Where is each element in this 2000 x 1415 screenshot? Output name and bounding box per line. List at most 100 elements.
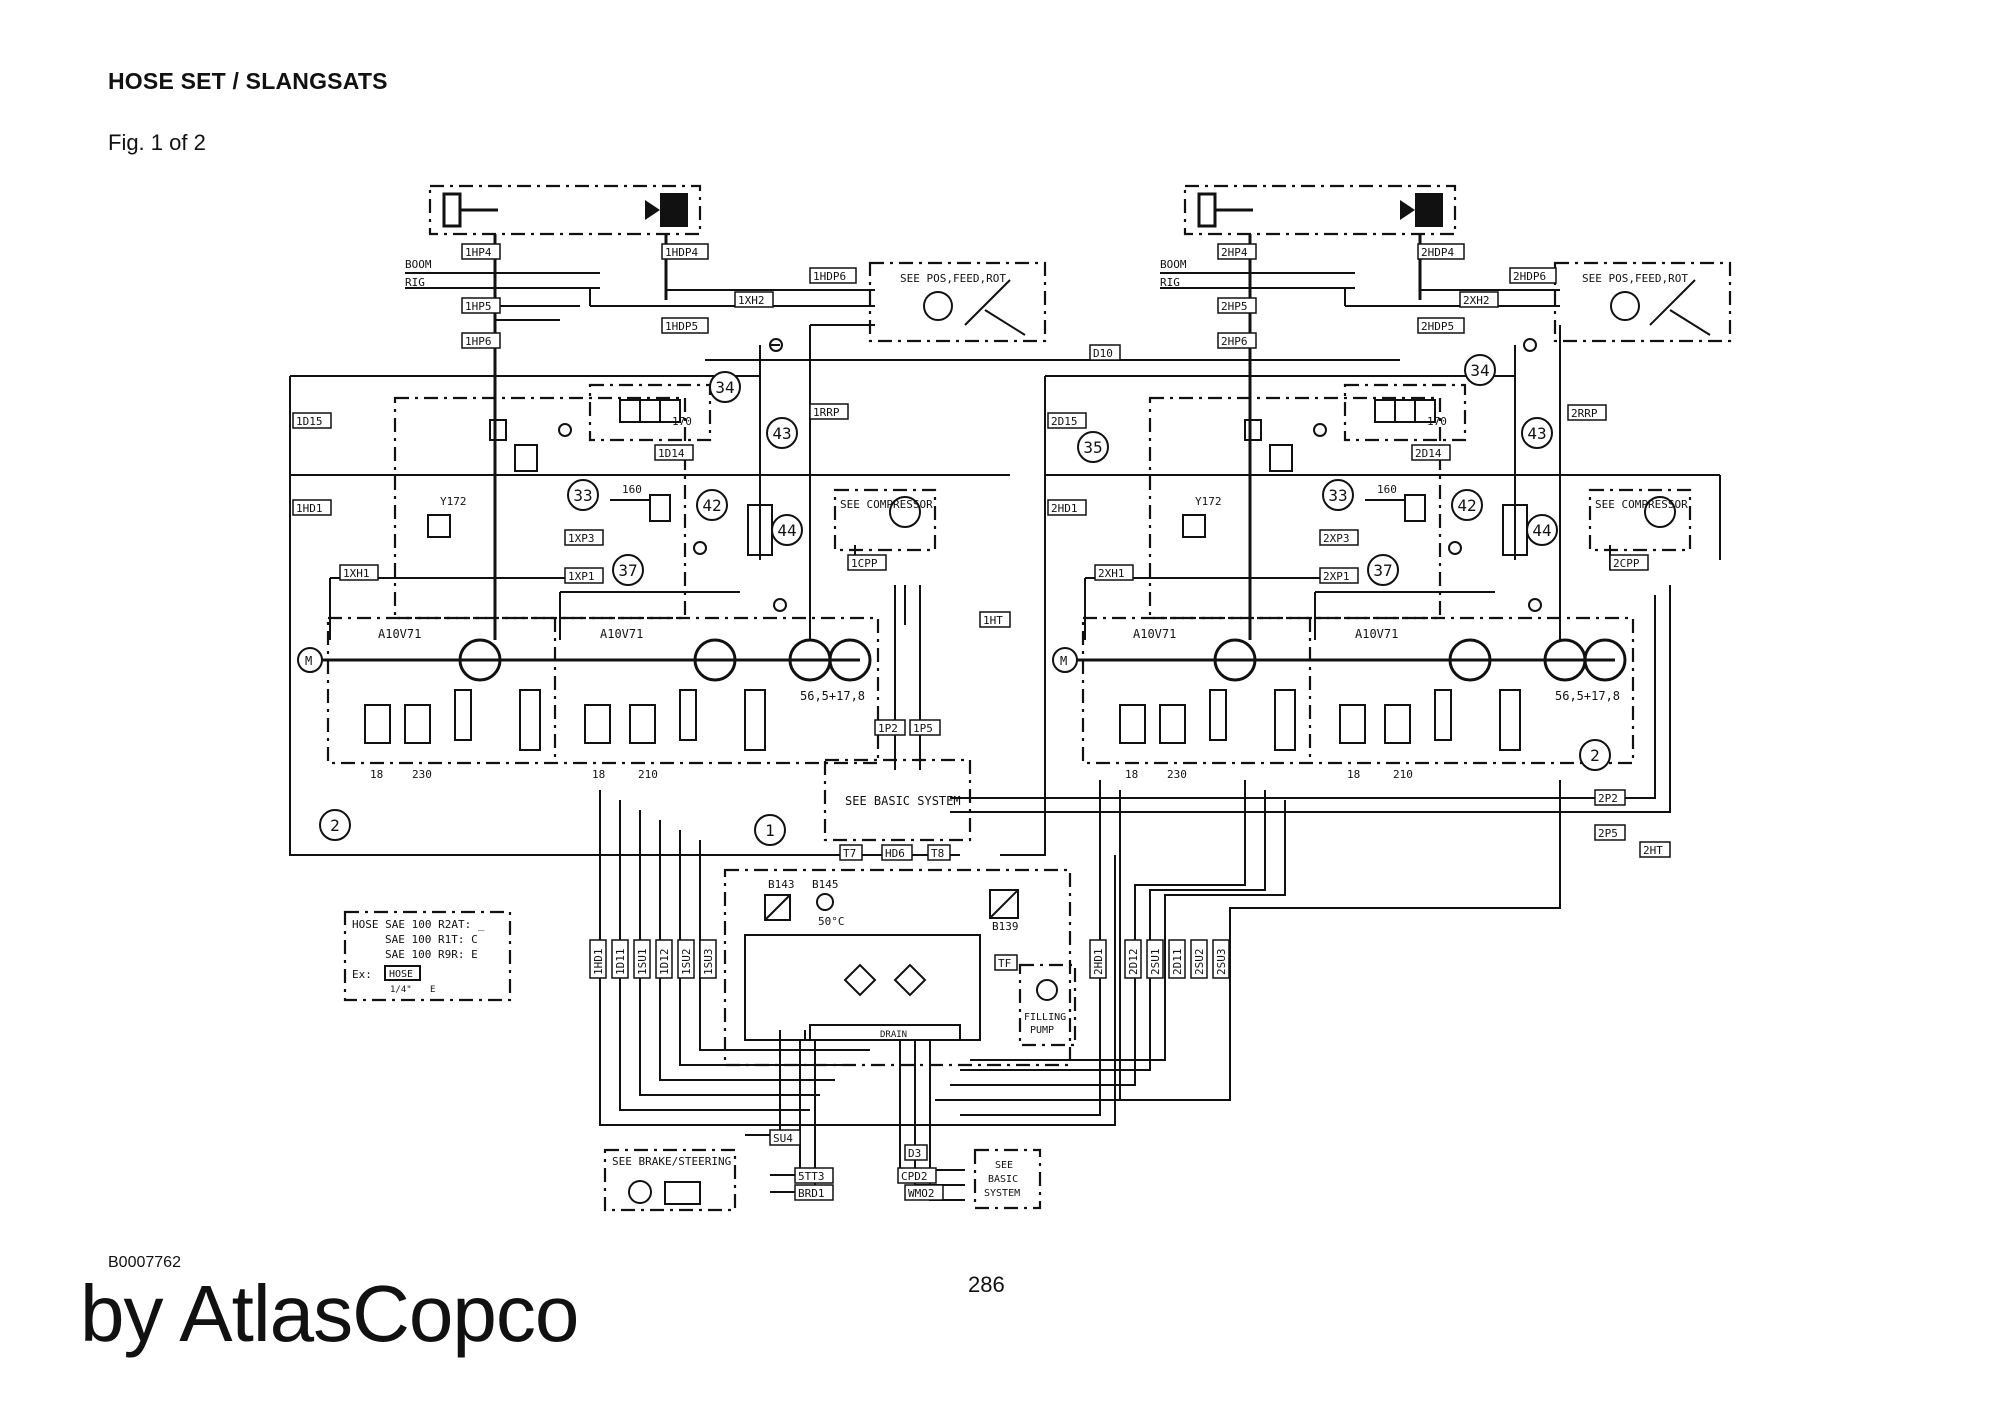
hose-tag-right-2su3: 2SU3 [1212, 939, 1230, 979]
callout-number: 43 [1527, 424, 1546, 443]
hose-tag-right-2hdp5: 2HDP5 [1417, 317, 1465, 334]
hose-tag-label: SU4 [773, 1132, 793, 1145]
see-brake-steering-box [603, 1148, 737, 1212]
figure-label: Fig. 1 of 2 [108, 130, 206, 155]
hose-tag-label: 1XH2 [738, 294, 765, 307]
left-cylinder-rod-icon [442, 192, 462, 228]
left-valve-34 [588, 383, 712, 442]
callout-number: 37 [618, 561, 637, 580]
callout-44: 44 [771, 514, 803, 546]
brand-logo-text: by AtlasCopco [80, 1269, 579, 1358]
hose-tag-label: 2RRP [1571, 407, 1598, 420]
right-x18-b-label: 18 [1347, 768, 1360, 781]
callout-number: 1 [765, 821, 775, 840]
hose-tag-right-2d12: 2D12 [1124, 939, 1142, 979]
right-see-pos-label: SEE POS,FEED,ROT [1582, 272, 1688, 285]
hose-tag-right-2xh1: 2XH1 [1094, 564, 1134, 581]
right-cylinder-piston-icon [1415, 193, 1443, 227]
hose-tag-label: CPD2 [901, 1170, 928, 1183]
hose-tag-right-2rrp: 2RRP [1567, 404, 1607, 421]
left-cylinder-piston-icon [660, 193, 688, 227]
hose-tag-right-d10: D10 [1089, 344, 1121, 361]
right-cylinder-arrow-icon [1380, 200, 1415, 220]
right-x18-label: 18 [1125, 768, 1138, 781]
left-compressor-box [833, 488, 937, 552]
hose-tag-label: 2P5 [1598, 827, 1618, 840]
hose-tag-label: 2SU3 [1215, 949, 1228, 976]
right-pump-displacement: 56,5+17,8 [1555, 689, 1620, 703]
right-pump-type-1: A10V71 [1355, 627, 1398, 641]
hose-tag-left-1xp1: 1XP1 [564, 567, 604, 584]
hose-tag-left-1hd1: 1HD1 [292, 499, 332, 516]
v160-right-label: 160 [1377, 483, 1397, 496]
hose-tag-label: 2HDP6 [1513, 270, 1546, 283]
left-pump-4-icon [828, 638, 872, 682]
callout-number: 37 [1373, 561, 1392, 580]
hose-tag-left-1xh2: 1XH2 [734, 291, 774, 308]
hose-tag-label: 1SU2 [680, 949, 693, 976]
callout-35: 35 [1077, 431, 1109, 463]
right-boom-label: BOOM [1160, 258, 1187, 271]
hose-tag-label: 1HP4 [465, 246, 492, 259]
right-pump-type-2: A10V71 [1133, 627, 1176, 641]
callout-37-b: 37 [1367, 554, 1399, 586]
hose-tag-right-2hdp6: 2HDP6 [1509, 267, 1557, 284]
hose-tag-right-2hd1: 2HD1 [1047, 499, 1087, 516]
right-valve-34 [1343, 383, 1467, 442]
right-see-pos-box [1553, 261, 1732, 343]
hose-tag-label: 1HD1 [296, 502, 323, 515]
hose-tag-label: WMO2 [908, 1187, 935, 1200]
callout-number: 2 [1590, 746, 1600, 765]
hose-tag-right-2su1: 2SU1 [1146, 939, 1164, 979]
callout-number: 35 [1083, 438, 1102, 457]
hose-tag-right-tf: TF [994, 954, 1018, 971]
hose-tag-left-1d15: 1D15 [292, 412, 332, 429]
tank-filter-block [723, 868, 1072, 1067]
hose-tag-right-2ht: 2HT [1639, 841, 1671, 858]
callout-number: 33 [1328, 486, 1347, 505]
hose-tag-label: 2HDP5 [1421, 320, 1454, 333]
hose-tag-left-1xp3: 1XP3 [564, 529, 604, 546]
hose-tag-left-1hdp4: 1HDP4 [661, 243, 709, 260]
hose-tag-right-2d14: 2D14 [1411, 444, 1451, 461]
hose-tag-label: 2HDP4 [1421, 246, 1454, 259]
filling-pump-label-2: PUMP [1030, 1025, 1054, 1036]
hose-tag-label: 2D15 [1051, 415, 1078, 428]
hose-tag-label: 1P5 [913, 722, 933, 735]
hose-tag-left-1su1: 1SU1 [633, 939, 651, 979]
callout-number: 42 [1457, 496, 1476, 515]
hose-tag-left-1d12: 1D12 [655, 939, 673, 979]
b145-label: B145 [812, 878, 839, 891]
b143-label: B143 [768, 878, 795, 891]
hose-tag-left-1d11: 1D11 [611, 939, 629, 979]
hose-tag-left-1hp6: 1HP6 [461, 332, 501, 349]
hose-tag-label: 2HD1 [1051, 502, 1078, 515]
hose-tag-right-2su2: 2SU2 [1190, 939, 1208, 979]
hose-tag-label: 2XP1 [1323, 570, 1350, 583]
hose-tag-label: 2HP5 [1221, 300, 1248, 313]
hose-tag-left-1hdp5: 1HDP5 [661, 317, 709, 334]
y172-right-label: Y172 [1195, 495, 1222, 508]
hose-tag-label: 1HT [983, 614, 1003, 627]
left-230-label: 230 [412, 768, 432, 781]
left-cylinder-arrow-icon [625, 200, 660, 220]
callout-37: 37 [612, 554, 644, 586]
hose-tag-right-2hp4: 2HP4 [1217, 243, 1257, 260]
legend-sample-size: 1/4" [390, 985, 412, 995]
right-motor-label: M [1060, 654, 1067, 668]
hose-tag-right-2p5: 2P5 [1594, 824, 1626, 841]
hose-tag-label: 1XH1 [343, 567, 370, 580]
hose-tag-left-1xh1: 1XH1 [339, 564, 379, 581]
hose-tag-label: D10 [1093, 347, 1113, 360]
legend-example: Ex: [352, 968, 372, 981]
hose-tag-label: 2P2 [1598, 792, 1618, 805]
left-pump-type-2: A10V71 [378, 627, 421, 641]
hose-tag-label: 1HP5 [465, 300, 492, 313]
hose-tag-right-2xp1: 2XP1 [1319, 567, 1359, 584]
right-cylinder-box [1183, 184, 1457, 236]
right-hydraulic-circuit: M A10V71 A10V71 56,5+17,8 18 230 18 210 … [705, 184, 1732, 1116]
hose-tag-label: 1HDP6 [813, 270, 846, 283]
hose-tag-left-1hdp6: 1HDP6 [809, 267, 857, 284]
